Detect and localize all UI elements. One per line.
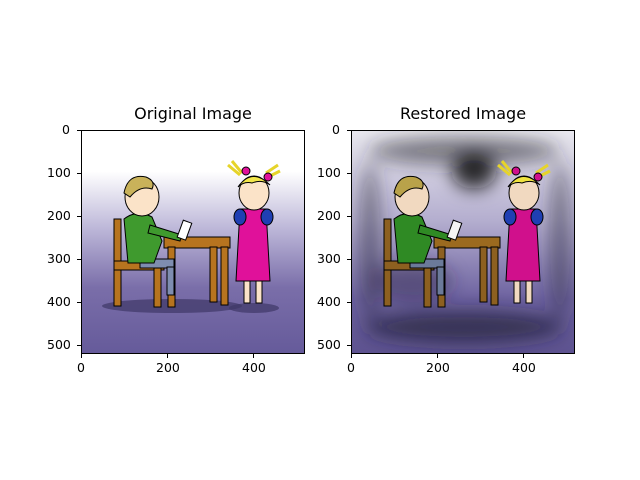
boy-hair — [123, 175, 154, 198]
x-tick-label: 0 — [347, 360, 355, 375]
girl-leg-right — [255, 280, 263, 304]
girl-bow-right — [263, 172, 273, 182]
girl-pigtails — [227, 160, 281, 179]
original-image-title: Original Image — [134, 104, 252, 123]
y-tick-label: 200 — [317, 208, 341, 223]
chair-leg — [153, 266, 162, 308]
girl-shadow — [229, 303, 279, 313]
paper — [176, 219, 193, 241]
y-tick-label: 0 — [62, 122, 70, 137]
y-tick-label: 100 — [47, 165, 71, 180]
girl-bow-left — [241, 166, 251, 176]
y-tick-label: 300 — [317, 251, 341, 266]
restored-scene — [352, 131, 574, 353]
y-tick-label: 400 — [47, 294, 71, 309]
girl-sleeve-right — [260, 208, 274, 226]
x-tick-label: 400 — [512, 360, 536, 375]
x-tick-label: 0 — [77, 360, 85, 375]
table-leg-right — [220, 246, 229, 306]
restoration-artifacts — [360, 137, 570, 343]
table-leg-mid — [209, 246, 218, 303]
original-image — [81, 130, 305, 354]
original-scene — [82, 131, 304, 353]
x-tick-label: 400 — [242, 360, 266, 375]
boy-shin — [166, 266, 175, 296]
boy-arm — [147, 224, 183, 242]
y-tick-label: 500 — [317, 337, 341, 352]
girl-leg-left — [243, 280, 251, 304]
y-tick-label: 0 — [332, 122, 340, 137]
y-tick-label: 100 — [317, 165, 341, 180]
y-tick-label: 400 — [317, 294, 341, 309]
y-tick-label: 500 — [47, 337, 71, 352]
restored-image-title: Restored Image — [399, 104, 527, 123]
y-tick-label: 300 — [47, 251, 71, 266]
y-tick-label: 200 — [47, 208, 71, 223]
girl-hair — [237, 176, 271, 188]
x-tick-label: 200 — [426, 360, 450, 375]
restored-image — [351, 130, 575, 354]
x-tick-label: 200 — [156, 360, 180, 375]
girl-sleeve-left — [233, 208, 247, 226]
table-top — [163, 236, 231, 249]
